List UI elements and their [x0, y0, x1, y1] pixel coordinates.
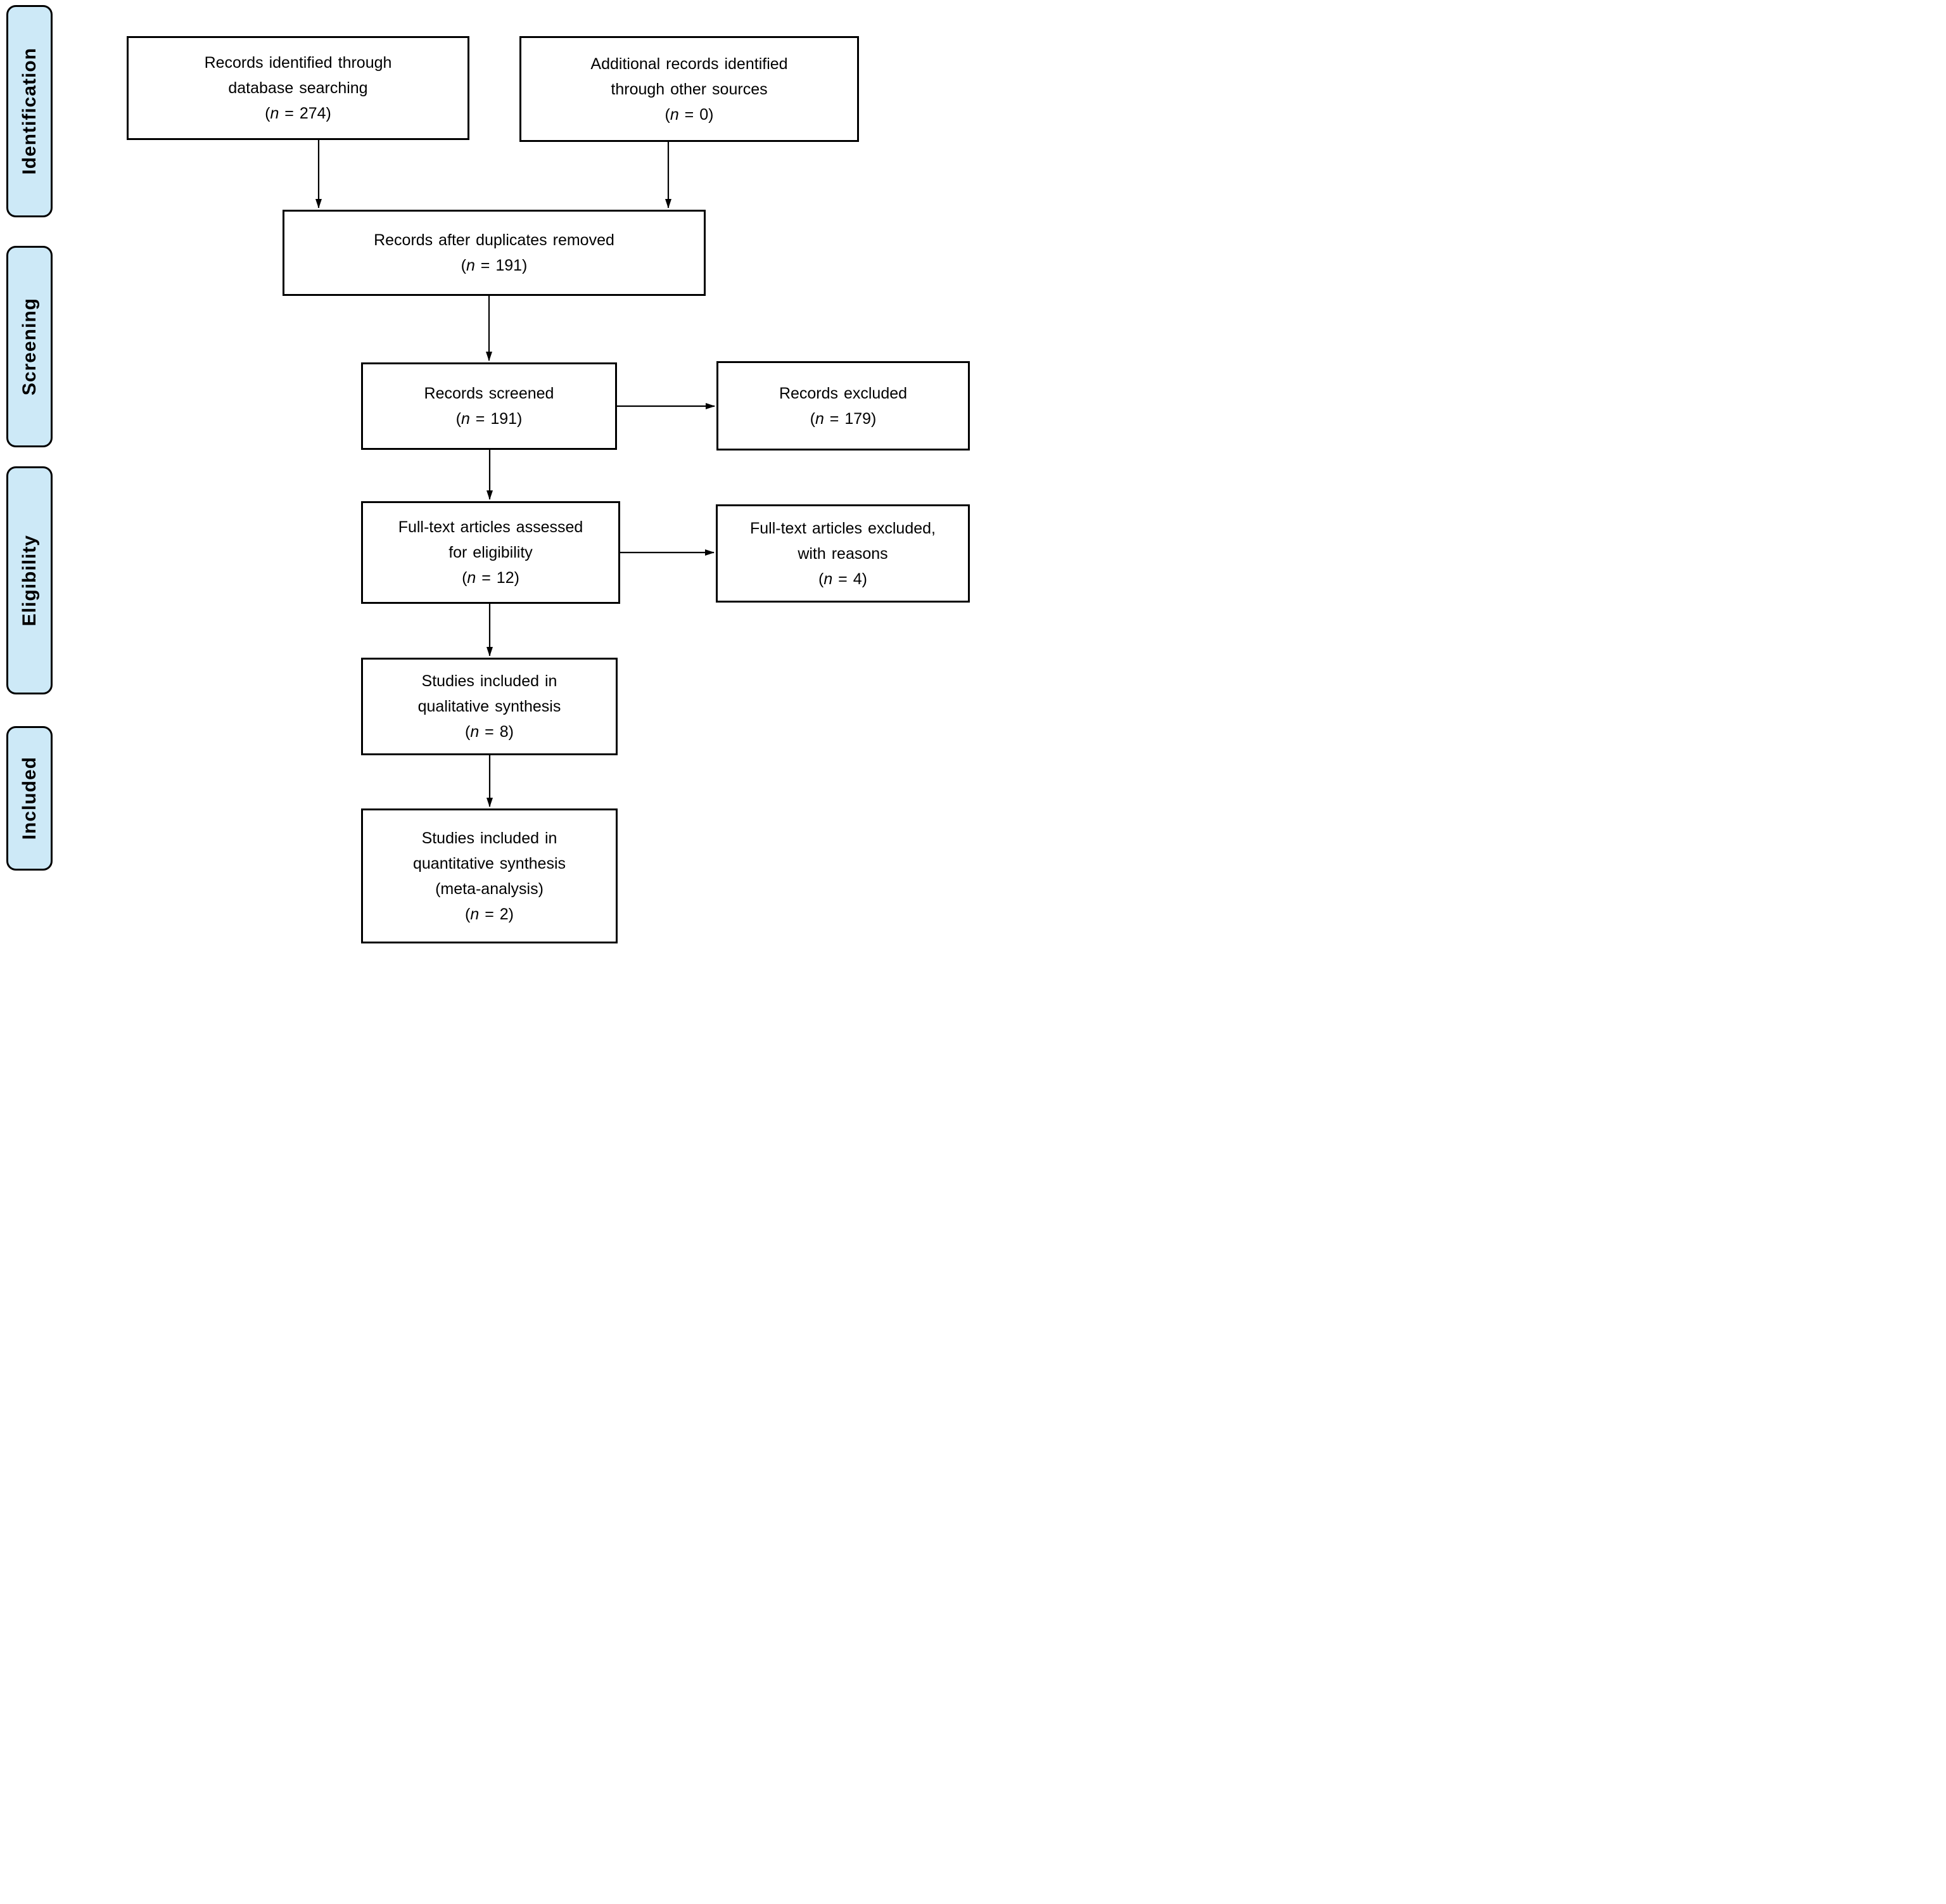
box-records-screened: Records screened(n = 191) — [361, 362, 617, 450]
stage-identification: Identification — [6, 5, 53, 217]
box-after-duplicates-text: Records after duplicates removed(n = 191… — [374, 231, 614, 274]
box-records-excluded-text: Records excluded(n = 179) — [779, 384, 908, 428]
box-records-screened-text: Records screened(n = 191) — [424, 385, 554, 428]
stage-identification-label: Identification — [18, 48, 40, 175]
box-records-excluded: Records excluded(n = 179) — [716, 361, 970, 450]
stage-included: Included — [6, 726, 53, 871]
stage-screening: Screening — [6, 246, 53, 447]
stage-included-label: Included — [18, 757, 40, 840]
box-fulltext-excluded-text: Full-text articles excluded,with reasons… — [749, 519, 936, 588]
prisma-flow-diagram: Identification Screening Eligibility Inc… — [0, 0, 973, 952]
box-fulltext-excluded: Full-text articles excluded,with reasons… — [716, 504, 970, 603]
stage-screening-label: Screening — [18, 297, 40, 396]
stage-eligibility: Eligibility — [6, 466, 53, 694]
box-after-duplicates: Records after duplicates removed(n = 191… — [283, 210, 706, 296]
stage-eligibility-label: Eligibility — [18, 534, 40, 627]
